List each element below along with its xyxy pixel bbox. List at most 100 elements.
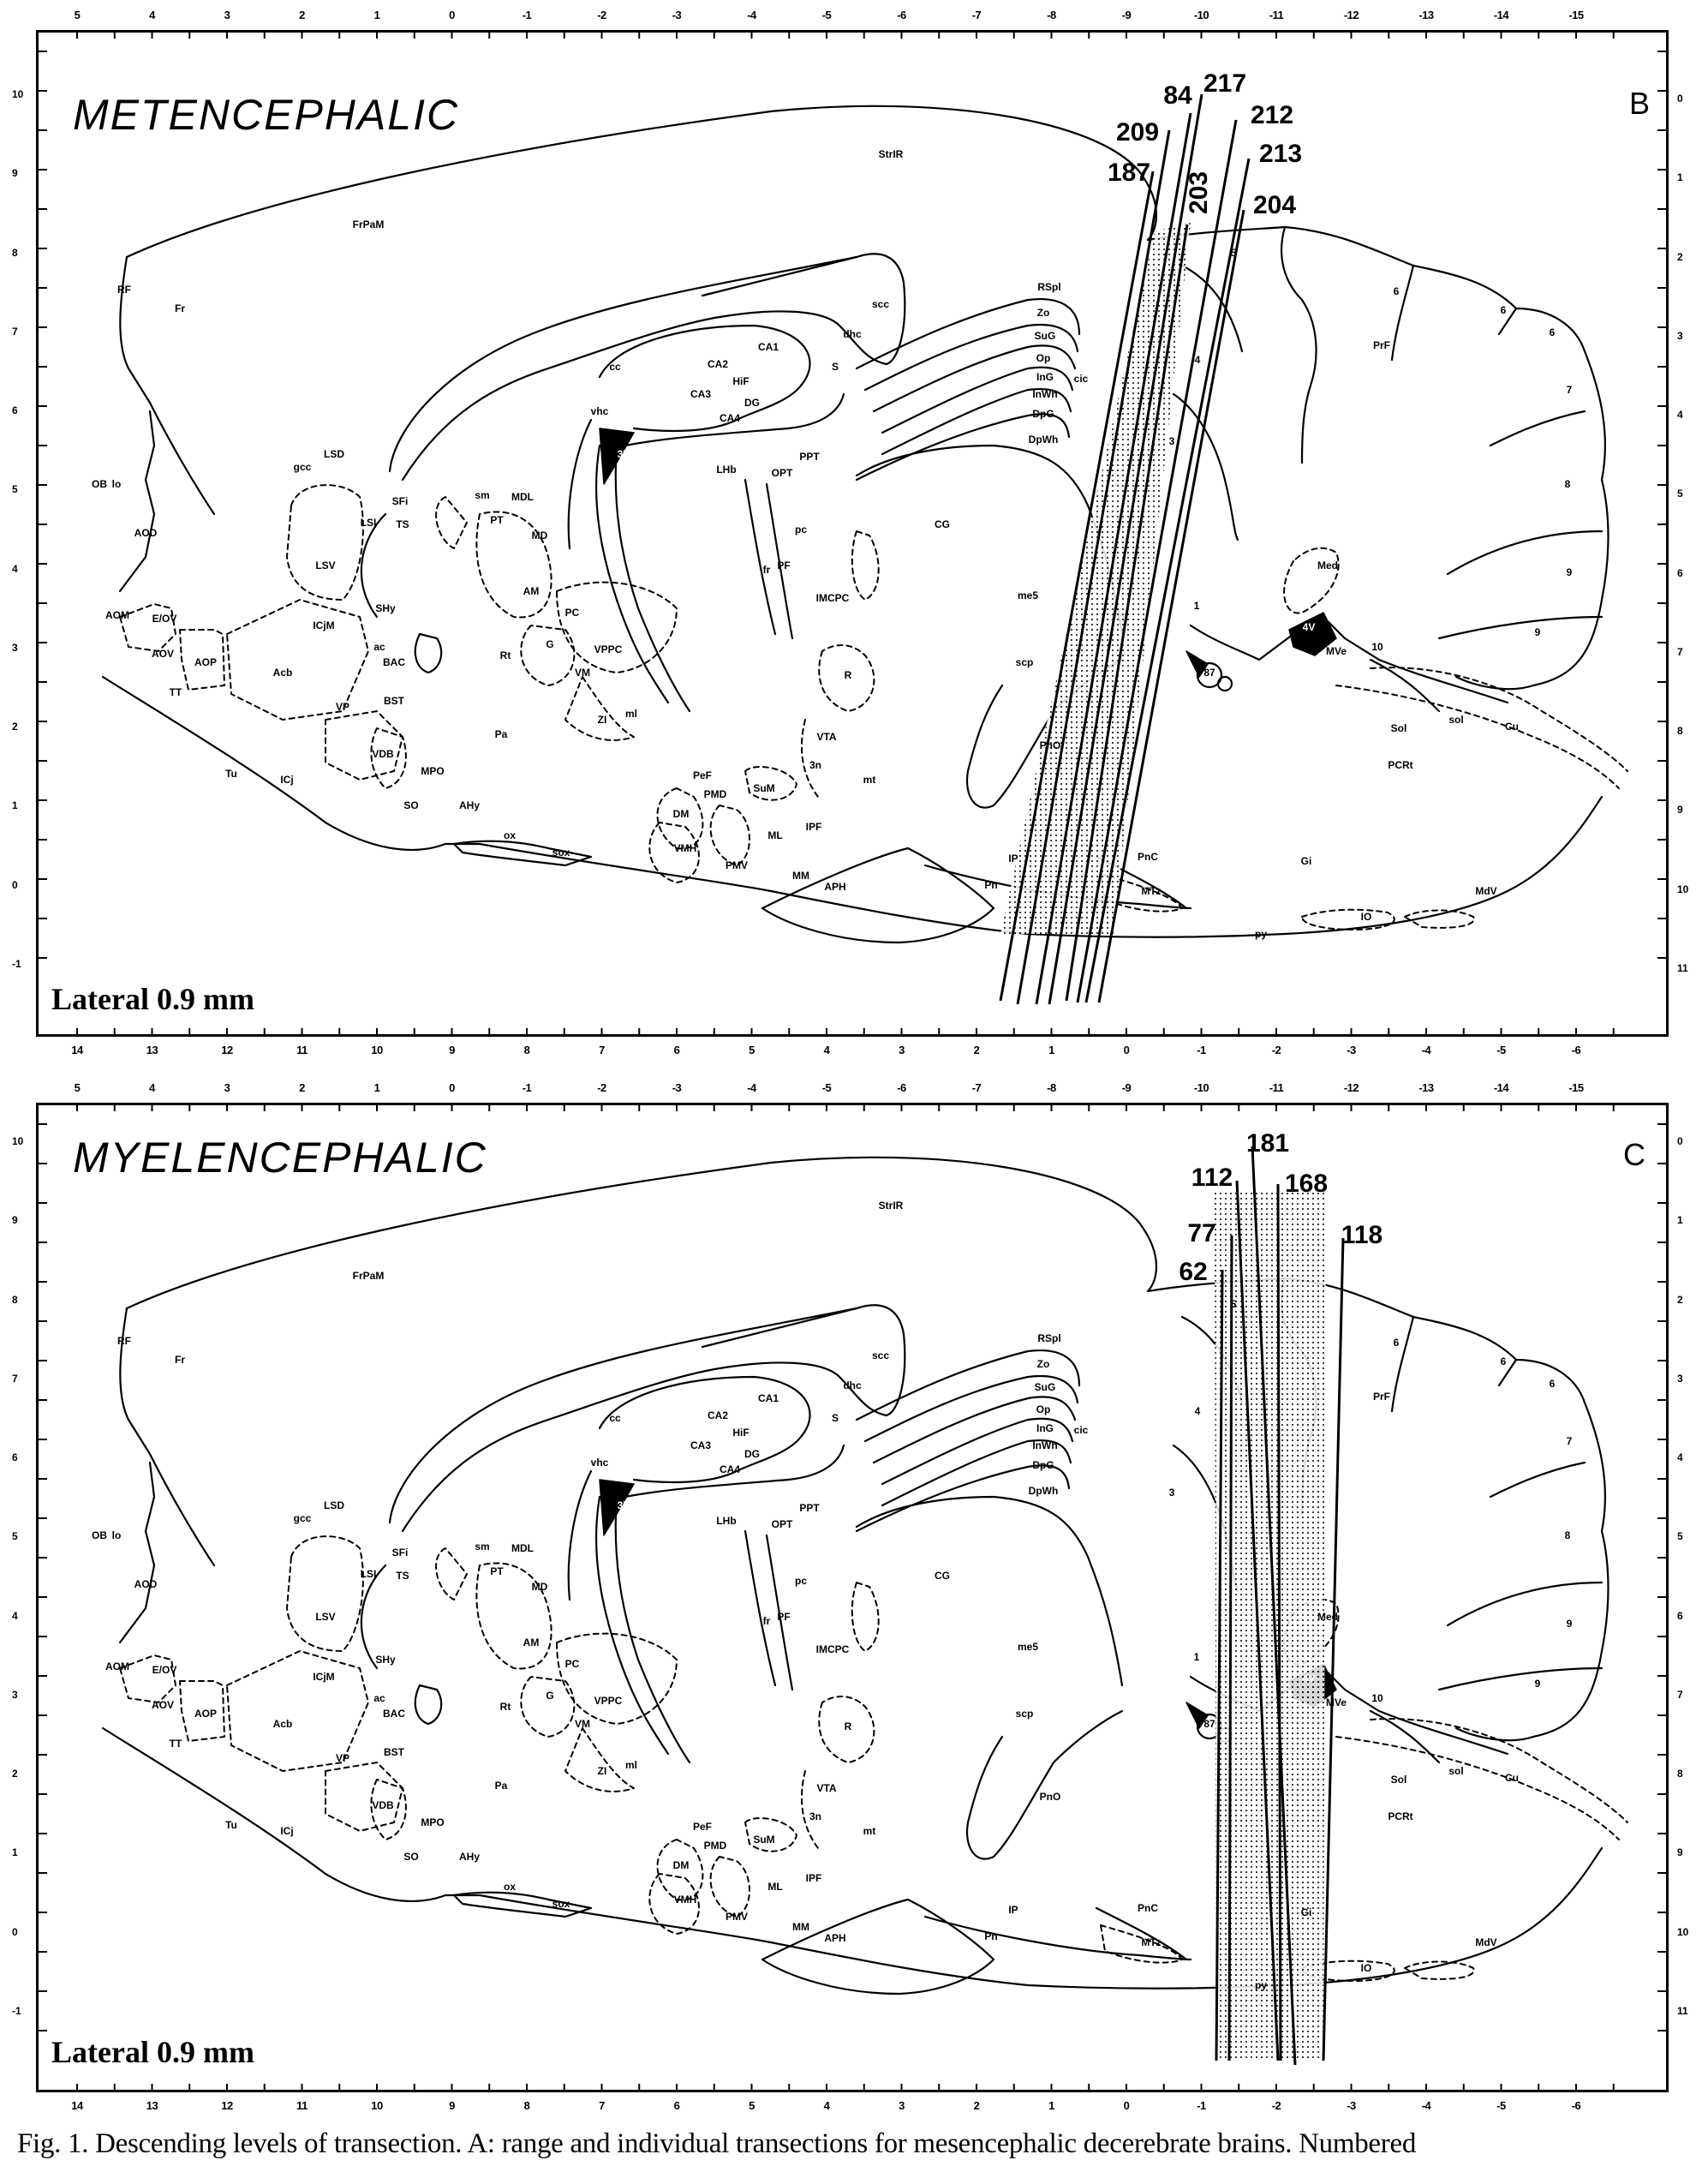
region-label: Sol [1390, 722, 1407, 734]
region-label: IPF [805, 821, 822, 833]
transection-line [1065, 224, 1189, 1002]
axis-tick-label: 10 [371, 1044, 383, 1056]
axis-tick-label: 0 [449, 9, 455, 21]
region-label: IO [1360, 1962, 1372, 1974]
axis-tick-label: 5 [1677, 1530, 1683, 1543]
region-label: Acb [272, 667, 293, 679]
region-label: MVe [1325, 645, 1347, 657]
axis-tick-label: 4 [823, 1044, 830, 1056]
axis-tick-label: 1 [1048, 2099, 1054, 2112]
region-label: SFi [391, 495, 409, 507]
region-label: OPT [771, 467, 793, 479]
region-label: IPF [805, 1872, 822, 1884]
axis-tick-label: -13 [1418, 9, 1434, 21]
region-label: 9 [1534, 1678, 1541, 1690]
axis-tick-label: -11 [1269, 9, 1284, 21]
axis-tick-label: -4 [747, 1081, 756, 1094]
region-label: CG [935, 518, 950, 530]
region-label: LSI [360, 517, 377, 529]
region-label: IP [1008, 1904, 1018, 1916]
region-label: Med [1317, 559, 1338, 571]
region-label: PrF [1372, 339, 1391, 351]
axis-tick-label: -2 [1271, 2099, 1281, 2112]
region-label: py [1254, 1979, 1268, 1991]
region-label: S [831, 1412, 839, 1424]
axis-tick-label: 8 [12, 1293, 18, 1306]
lateral-label: Lateral 0.9 mm [51, 982, 254, 1016]
axis-tick-label: 5 [749, 1044, 755, 1056]
region-label: scc [871, 1349, 890, 1361]
region-label: PnC [1138, 851, 1158, 863]
region-label: OPT [771, 1518, 793, 1530]
axis-tick-label: 5 [1677, 488, 1683, 500]
axis-tick-label: -10 [1193, 9, 1209, 21]
region-label: PMV [725, 859, 749, 871]
axis-tick-label: 1 [373, 1081, 380, 1094]
axis-tick-label: 11 [296, 2099, 308, 2112]
axis-tick-label: 13 [146, 2099, 158, 2112]
region-label: mt [863, 1825, 876, 1837]
region-label: pc [794, 1575, 808, 1587]
axis-tick-label: -15 [1568, 9, 1584, 21]
axis-tick-label: -9 [1121, 9, 1132, 21]
region-label: BST [384, 695, 404, 707]
region-label: VTA [816, 1782, 837, 1794]
region-label: SuM [753, 782, 775, 794]
region-label: cic [1073, 373, 1089, 385]
axis-tick-label: 0 [1123, 1044, 1130, 1056]
lateral-label: Lateral 0.9 mm [51, 2035, 254, 2069]
region-label: RSpl [1037, 281, 1061, 293]
panel-title: METENCEPHALIC [73, 91, 460, 139]
axis-tick-label: -12 [1343, 9, 1359, 21]
region-label: 3V [617, 448, 630, 460]
region-label: CG [935, 1570, 950, 1582]
region-label: 3n [809, 759, 822, 771]
axis-tick-label: -9 [1121, 1081, 1132, 1094]
transection-line [1251, 1146, 1297, 2066]
region-label: SuG [1034, 330, 1056, 342]
region-label: AOD [134, 527, 158, 539]
region-label: Cu [1505, 721, 1519, 733]
region-label: LSV [315, 559, 336, 571]
region-label: MPO [421, 765, 445, 777]
region-label: MdV [1475, 885, 1497, 897]
region-label: cic [1073, 1424, 1089, 1436]
region-label: SO [403, 1851, 419, 1863]
panel-frame [36, 30, 1669, 1037]
transection-line [1215, 1269, 1224, 2061]
region-label: CA3 [690, 1439, 712, 1451]
region-label: Zo [1036, 1358, 1050, 1370]
region-label: 4V [1302, 1672, 1316, 1684]
axis-tick-label: 6 [673, 2099, 680, 2112]
region-label: Op [1036, 1403, 1051, 1415]
region-label: ml [624, 1759, 638, 1771]
region-label: PnO [1039, 1791, 1061, 1803]
region-label: fr [762, 1615, 771, 1627]
region-label: sm [475, 1541, 490, 1553]
region-label: 10 [1371, 641, 1383, 653]
region-label: APH [824, 1932, 846, 1944]
region-label: PT [490, 514, 504, 526]
region-label: 3 [1168, 1487, 1175, 1499]
transection-line [1035, 112, 1192, 1005]
region-label: Cu [1505, 1772, 1519, 1784]
region-label: SO [403, 799, 419, 811]
region-label: CA2 [707, 1409, 729, 1421]
axis-tick-label: -2 [597, 1081, 606, 1094]
region-label: dhc [843, 328, 862, 340]
axis-tick-label: 10 [1677, 883, 1689, 895]
region-label: AOP [194, 656, 218, 668]
axis-tick-label: 0 [12, 878, 18, 891]
axis-tick-label: 9 [12, 1214, 18, 1227]
region-label: Tu [225, 1819, 237, 1831]
axis-tick-label: 2 [1677, 250, 1683, 263]
region-label: mt [863, 774, 876, 786]
transection-label: 217 [1203, 69, 1247, 98]
region-label: VPPC [594, 1695, 623, 1707]
axis-tick-label: 4 [12, 1609, 18, 1622]
axis-tick-label: -8 [1047, 9, 1056, 21]
region-label: pc [794, 524, 808, 536]
region-label: Pa [494, 1780, 508, 1792]
